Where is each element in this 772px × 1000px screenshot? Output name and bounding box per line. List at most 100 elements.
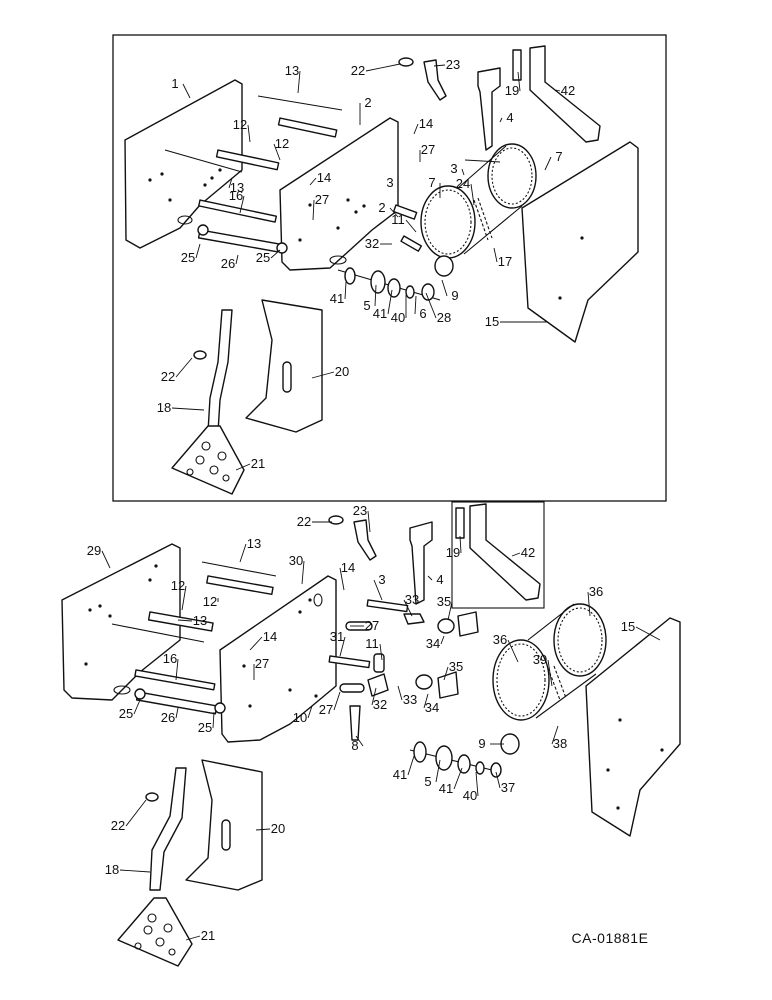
leader-line-u14b [309,177,317,186]
callout-u5a: 5 [363,298,370,313]
callout-u19a: 19 [505,83,519,98]
leader-line-u12a [247,124,251,143]
callout-l3: 3 [378,572,385,587]
callout-u41b: 41 [373,306,387,321]
callout-u13a: 13 [285,63,299,78]
callout-l41a: 41 [393,767,407,782]
callout-u27a: 27 [421,142,435,157]
callout-l39: 39 [533,652,547,667]
callout-u2b: 2 [378,200,385,215]
leader-line-l14a [339,567,345,591]
leader-line-u21a [235,463,251,471]
leader-line-l4 [427,575,433,581]
callout-u3b: 3 [386,175,393,190]
leader-line-l16 [175,658,179,681]
leader-line-u2b [389,207,399,218]
leader-line-l35a [447,601,453,621]
leader-line-l27c [333,691,341,711]
callout-l34a: 34 [426,636,440,651]
callout-l4: 4 [436,572,443,587]
callout-l36a: 36 [589,584,603,599]
callout-u23a: 23 [446,57,460,72]
side-plate-2 [279,117,399,271]
callout-l22b: 22 [111,818,125,833]
leader-line-l15 [635,626,661,641]
callout-l25b: 25 [198,720,212,735]
leader-line-u27b [312,199,315,221]
leader-line-u28 [425,292,437,319]
leader-line-u5a [374,284,377,307]
leader-line-l19 [459,535,462,554]
callout-l8: 8 [351,738,358,753]
leader-line-l34a [440,635,445,645]
leader-line-l30 [301,560,305,585]
leader-line-l5 [435,759,441,783]
leader-line-l42 [511,552,521,557]
callout-l15: 15 [621,619,635,634]
leader-line-l31 [339,636,346,657]
callout-l35b: 35 [449,659,463,674]
leader-line-l39 [547,659,553,687]
callout-l36b: 36 [493,632,507,647]
callout-l11: 11 [365,636,379,651]
leader-line-l33a [403,599,413,617]
lower-hose-18 [149,767,187,891]
leader-line-l34b [423,693,429,709]
callout-u25a: 25 [181,250,195,265]
callout-l32: 32 [373,697,387,712]
callout-u14b: 14 [317,170,331,185]
leader-line-l41b [453,767,463,790]
callout-u21a: 21 [251,456,265,471]
callout-l31: 31 [330,629,344,644]
callout-l33a: 33 [405,592,419,607]
callout-l42: 42 [521,545,535,560]
callout-u2a: 2 [364,95,371,110]
upper-shafts [164,95,343,254]
callout-l27b: 27 [255,656,269,671]
leader-line-u20a [311,371,335,379]
callout-u28: 28 [437,310,451,325]
callout-u40a: 40 [391,310,405,325]
leader-line-u13b [228,177,233,189]
callout-u3a: 3 [450,161,457,176]
callout-u20a: 20 [335,364,349,379]
leader-line-l36a [587,591,591,617]
leader-line-l12a [181,585,187,611]
side-plate-1 [124,79,243,249]
drawing-number: CA-01881E [572,930,649,946]
callout-l25a: 25 [119,706,133,721]
leader-line-u16a [239,195,245,214]
lower-hub-stack [409,733,520,778]
upper-assembly-frame [112,34,667,502]
callout-l41b: 41 [439,781,453,796]
callout-l14b: 14 [263,629,277,644]
lower-sprockets [492,603,607,721]
callout-u7b: 7 [428,175,435,190]
callout-u26a: 26 [221,256,235,271]
lower-tube-23 [328,515,377,561]
callout-l20: 20 [271,821,285,836]
lower-guide-20 [185,759,263,891]
callout-u1: 1 [171,76,178,91]
callout-u17: 17 [498,254,512,269]
upper-plate-21 [171,425,245,495]
leader-line-u1 [182,83,191,99]
leader-line-u42a [555,89,561,92]
leader-line-u13a [297,70,301,94]
leader-line-u25b [270,249,281,259]
leader-line-u3a [461,168,465,176]
leader-line-l20 [255,828,271,831]
leader-line-u14a [413,123,419,135]
leader-line-l8 [355,735,364,747]
callout-u25b: 25 [256,250,270,265]
leader-line-l11 [379,643,383,661]
callout-l19: 19 [446,545,460,560]
callout-u6: 6 [419,306,426,321]
leader-line-l22b [125,799,147,827]
leader-line-l13b [177,619,193,622]
leader-line-u9a [441,279,448,297]
callout-l18: 18 [105,862,119,877]
leader-line-l23 [367,510,371,533]
